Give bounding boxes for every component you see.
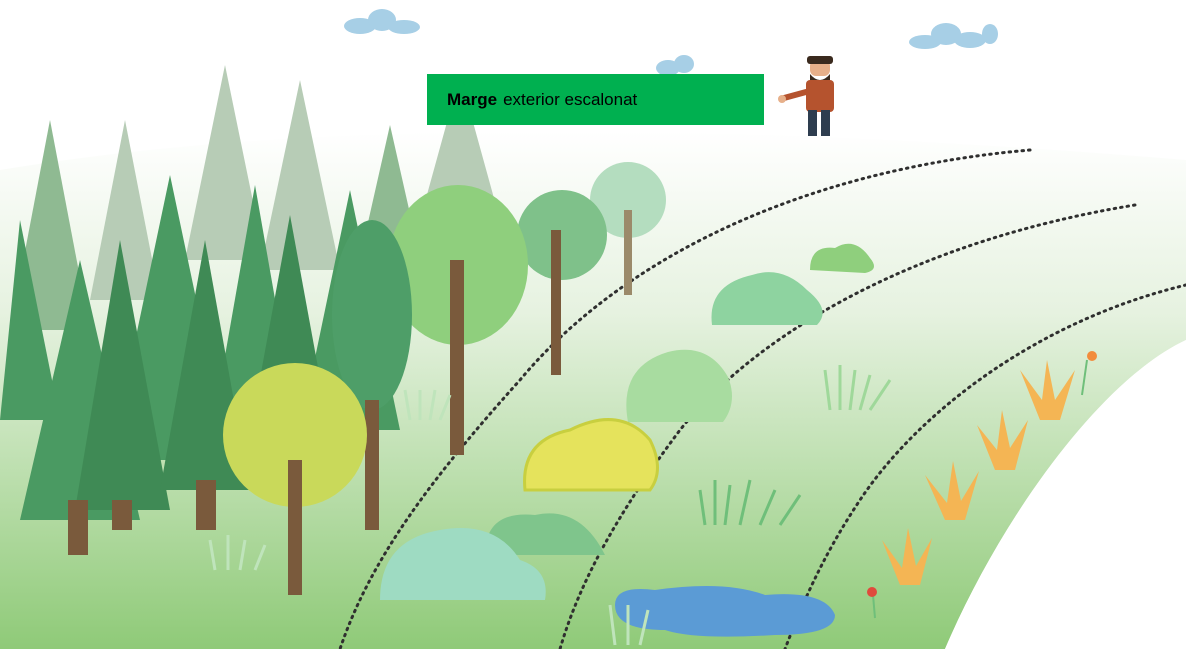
cloud-icon [909,23,998,49]
forester-figure [778,56,834,136]
cloud-icon [656,55,694,76]
title-label-text: exterior escalonat [503,90,637,110]
cloud-icon [344,9,420,34]
title-label-bold: Marge [447,90,497,110]
tall-cypress [332,220,412,410]
title-label: Marge exterior escalonat [427,74,764,125]
